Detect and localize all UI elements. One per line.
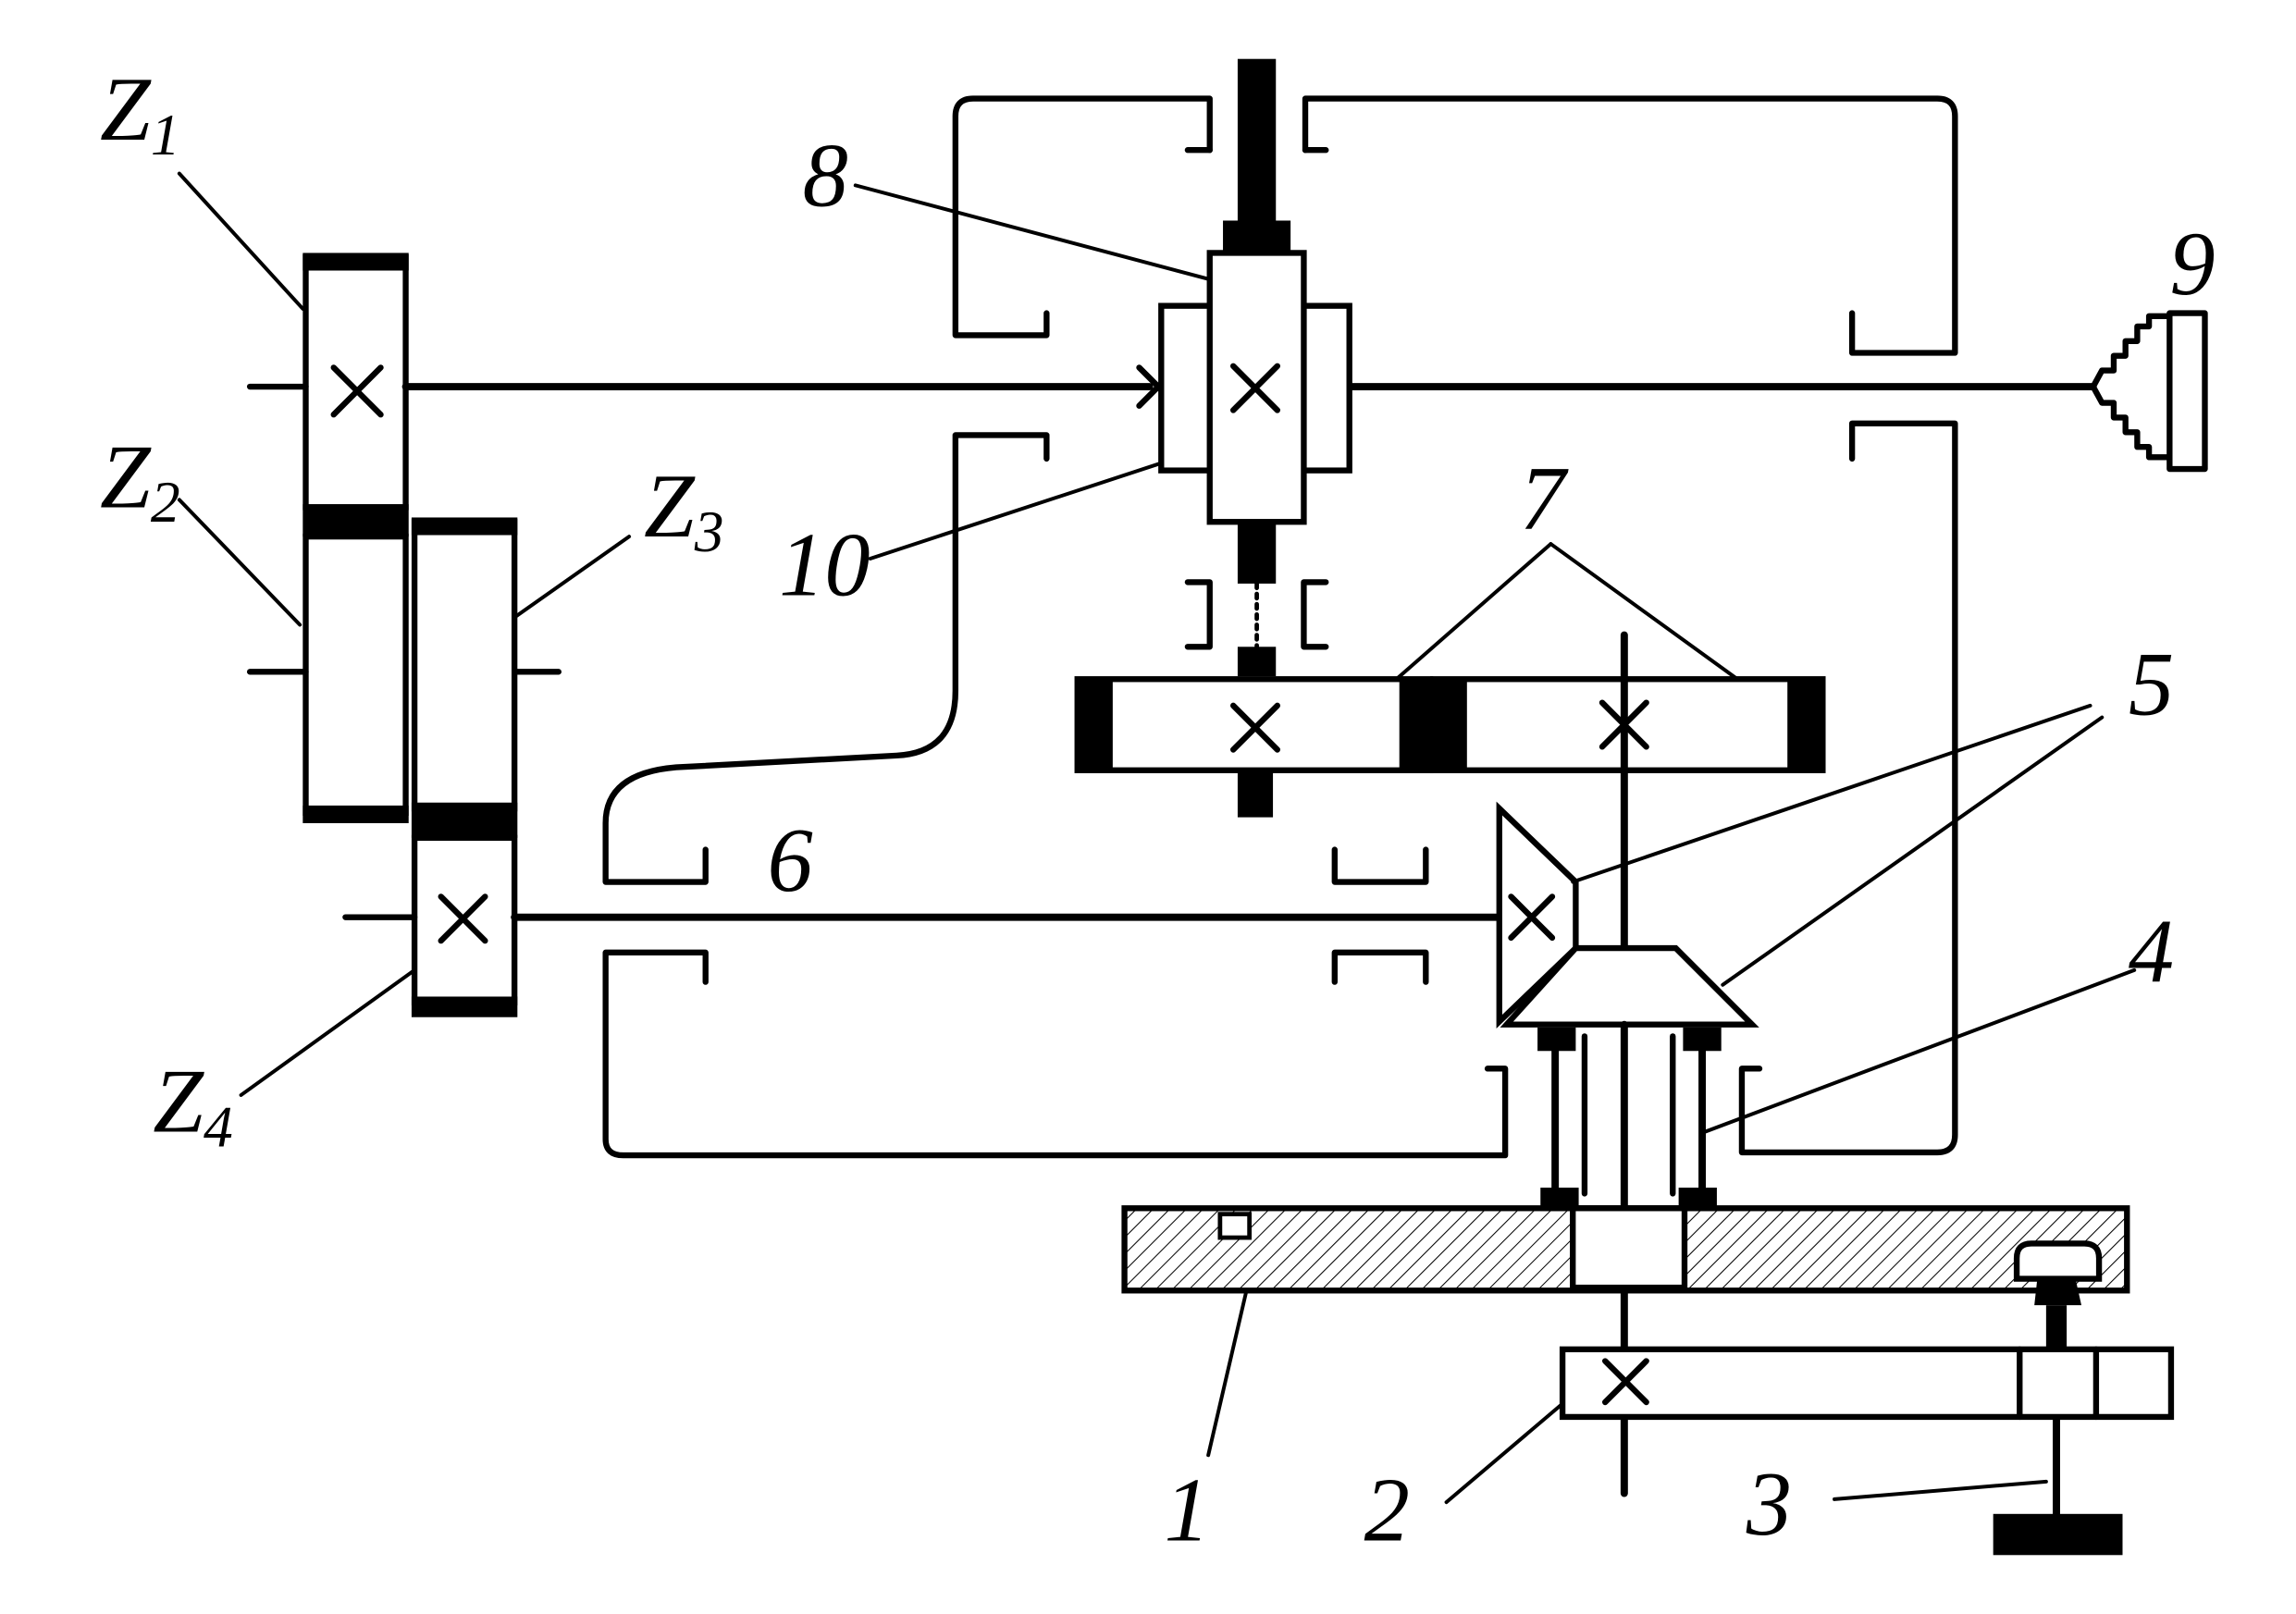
leader-10: [868, 461, 1164, 561]
bearing-8-right: [1301, 579, 1329, 650]
cutter-plate: [2166, 310, 2208, 473]
gear-2-body: [1559, 1346, 2175, 1421]
leader-5a: [1571, 703, 2092, 884]
label-9: 9: [2169, 214, 2215, 314]
block-8-mark: [1229, 363, 1281, 413]
label-4: 4: [2129, 902, 2174, 1003]
housing-right-wall: [1738, 420, 1958, 1156]
gear-7-mesh: [1399, 679, 1467, 770]
leader-7a: [1394, 542, 1553, 682]
leader-7b: [1549, 542, 1740, 682]
housing-left-wall: [602, 432, 1050, 885]
vertical-screw-lower: [1237, 522, 1277, 584]
label-8: 8: [803, 126, 848, 227]
housing-upper-right: [1302, 95, 1958, 356]
gear-2-mark: [1601, 1358, 1649, 1406]
gear-7-left-mark: [1229, 702, 1281, 753]
leader-5b: [1721, 715, 2105, 987]
cutter-9: [2090, 310, 2208, 473]
label-6: 6: [767, 810, 812, 911]
label-2: 2: [1364, 1460, 1410, 1560]
gear-z4-rim-bottom: [411, 996, 518, 1017]
label-z3: Z3: [644, 456, 724, 564]
table-hub: [1570, 1205, 1688, 1291]
label-z1: Z1: [100, 59, 180, 167]
leader-4: [1703, 967, 2137, 1134]
leader-3: [1833, 1479, 2048, 1501]
vertical-screw-top: [1237, 58, 1277, 224]
leader-z3: [512, 535, 632, 620]
leader-1: [1206, 1288, 1249, 1458]
leader-lines: [177, 171, 2137, 1505]
gear-z1-mesh: [302, 504, 409, 537]
shaft-6-assembly: [511, 801, 1759, 1029]
label-7: 7: [1520, 449, 1569, 549]
bearing-6-lower: [1331, 949, 1429, 985]
gear-z3-rim-top: [411, 517, 518, 536]
gear-z4-fixed-mark: [438, 893, 488, 944]
bearing-8-left: [1184, 579, 1213, 650]
gear-z1-rim-top: [302, 253, 409, 271]
leader-z2: [177, 498, 302, 627]
change-gear-train: [246, 253, 562, 1017]
leader-8: [853, 183, 1212, 282]
bevel-gear-5-horizontal: [1500, 944, 1759, 1028]
leader-z1: [177, 171, 305, 311]
housing-upper-left: [952, 95, 1213, 339]
leader-z4: [239, 967, 417, 1097]
gear-z1: [302, 254, 409, 511]
rotary-table-1: [1121, 1205, 2130, 1294]
machine-housing: [602, 95, 1958, 1159]
housing-lower-left: [602, 949, 1509, 1159]
bevel-gear-5-mark: [1508, 893, 1556, 942]
gear-z3: [411, 519, 518, 812]
unit-8: [1158, 58, 1352, 818]
labels: Z1 Z2 Z3 Z4 8 10 9 7 6 5 4 1 2 3: [100, 59, 2216, 1560]
bearing-6-upper: [1331, 846, 1429, 885]
vertical-screw-lower2: [1237, 647, 1277, 677]
label-10: 10: [779, 515, 870, 616]
sleeve-4: [1537, 1020, 1722, 1213]
gear-z2: [302, 533, 409, 817]
label-z4: Z4: [153, 1052, 233, 1160]
index-pin-handle: [1993, 1513, 2123, 1556]
gear-z1-fixed-mark: [330, 364, 384, 418]
gear-z2-rim-bottom: [302, 805, 409, 823]
label-z2: Z2: [100, 426, 180, 535]
gear-pair-7: [1074, 631, 1826, 953]
label-3: 3: [1746, 1454, 1792, 1555]
gear-2: [1559, 1287, 2175, 1497]
gear-7-right-mark: [1599, 699, 1649, 750]
table-latch-slot: [2013, 1240, 2103, 1282]
leader-2: [1444, 1401, 1565, 1505]
label-1: 1: [1164, 1460, 1209, 1560]
stepped-cutter: [2090, 313, 2173, 461]
gear-z3-mesh: [411, 802, 518, 838]
table-key: [1217, 1212, 1253, 1240]
label-5: 5: [2129, 634, 2174, 734]
